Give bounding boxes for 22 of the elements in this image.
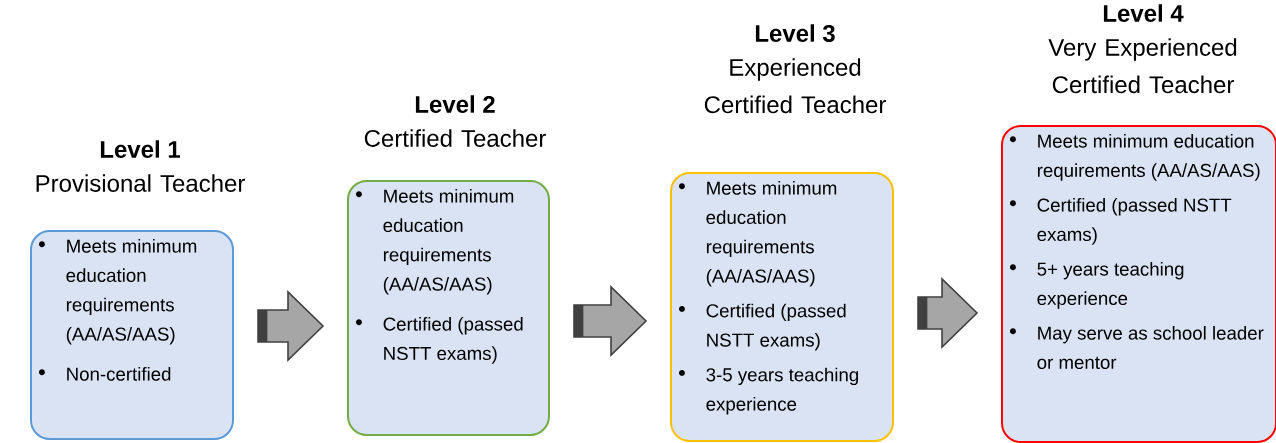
level-heading: Level 3: [755, 24, 835, 42]
bullet-text: Meets minimum education requirements (AA/AS/AAS): [383, 189, 514, 295]
level-title: Experienced Certified Teacher: [704, 58, 886, 114]
block-arrow: [573, 285, 648, 357]
bullet-text: 5+ years teaching experience: [1037, 262, 1184, 309]
level-title: Certified Teacher: [364, 129, 546, 147]
level-heading: Level 4: [1103, 4, 1184, 22]
level-heading: Level 1: [100, 140, 180, 158]
bullet-text: May serve as school leader or mentor: [1037, 326, 1264, 370]
level-title: Very Experienced Certified Teacher: [1048, 38, 1237, 94]
block-arrow: [257, 290, 325, 362]
block-arrow: [917, 277, 979, 349]
level-heading: Level 2: [415, 95, 495, 113]
bullet-text: 3-5 years teaching experience: [706, 367, 858, 415]
bullet-text: Meets minimum education requirements (AA/AS/AAS): [66, 239, 197, 345]
bullet-text: Certified (passed NSTT exams): [706, 303, 846, 351]
level-title: Provisional Teacher: [36, 174, 245, 192]
bullet-text: Meets minimum education requirements (AA/AS/AAS): [706, 181, 837, 287]
bullet-text: Non-certified: [67, 367, 171, 381]
bullet-text: Certified (passed NSTT exams): [1037, 198, 1232, 245]
bullet-text: Meets minimum education requirements (AA/AS/AAS): [1037, 134, 1260, 181]
bullet-text: Certified (passed NSTT exams): [383, 317, 523, 364]
